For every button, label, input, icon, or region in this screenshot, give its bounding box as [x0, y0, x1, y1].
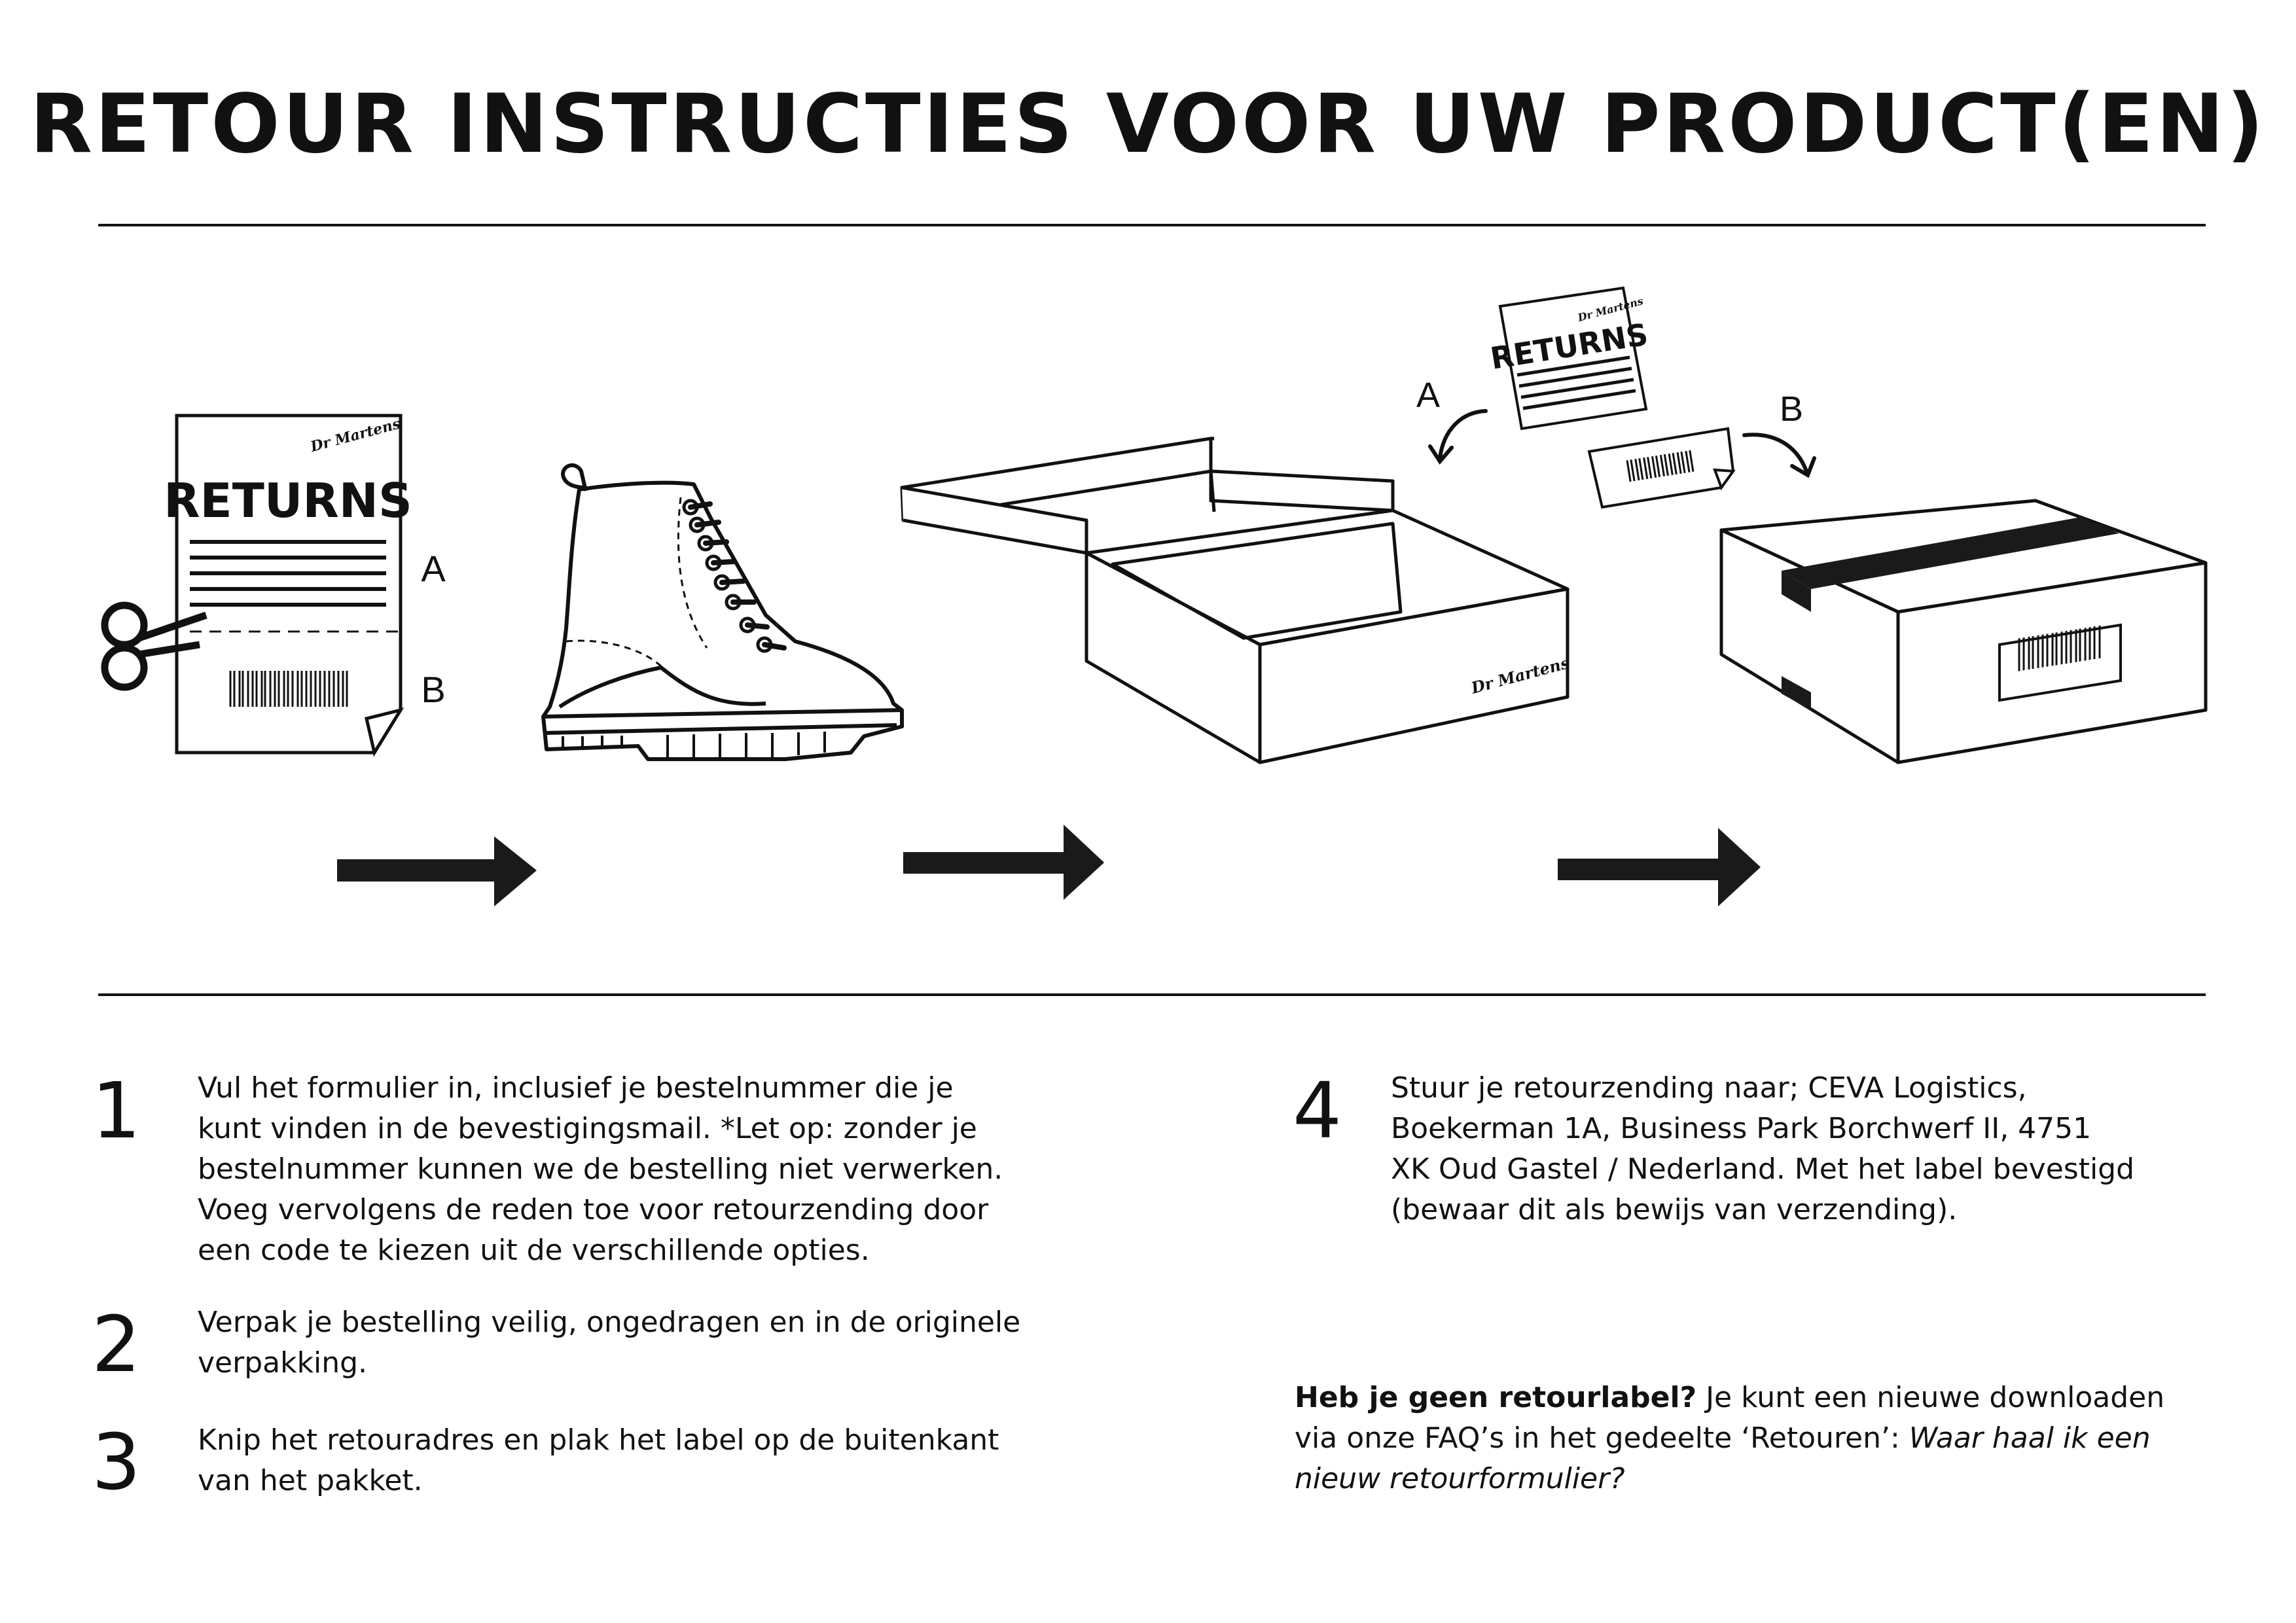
faq-link[interactable]: Waar haal ik een — [1909, 1421, 2151, 1455]
small-barcode — [1626, 450, 1695, 482]
note-text: Je kunt een nieuwe downloaden — [1696, 1381, 2165, 1414]
packing-tape — [1782, 517, 2119, 710]
step-2-text: Verpak je bestelling veilig, ongedragen … — [198, 1302, 1020, 1383]
returns-form-icon — [175, 414, 404, 757]
step-number: 2 — [92, 1299, 141, 1389]
curved-arrow-icon — [1428, 409, 1816, 478]
step-3-text: Knip het retouradres en plak het label o… — [198, 1420, 999, 1501]
shoebox-icon — [900, 437, 1570, 764]
step-line: kunt vinden in de bevestigingsmail. *Let… — [198, 1112, 977, 1145]
instruction-illustration: RETURNS Dr Martens A B — [101, 286, 2208, 906]
note-text: via onze FAQ’s in het gedeelte ‘Retouren… — [1295, 1421, 1909, 1455]
form-text-lines — [190, 540, 386, 607]
sole-treads — [562, 732, 826, 758]
step-number: 4 — [1293, 1065, 1342, 1156]
step-line: (bewaar dit als bewijs van verzending). — [1391, 1193, 1958, 1226]
middle-divider — [98, 993, 2206, 996]
step-line: Vul het formulier in, inclusief je beste… — [198, 1071, 954, 1105]
part-a-label: A — [421, 548, 446, 589]
step-line: van het pakket. — [198, 1464, 423, 1497]
barcode-label-icon — [1587, 427, 1736, 509]
part-b-label: B — [421, 669, 445, 710]
page-title: RETOUR INSTRUCTIES VOOR UW PRODUCT(EN) — [29, 77, 2267, 171]
small-form-lines — [1516, 355, 1636, 410]
shipping-barcode — [2018, 625, 2101, 671]
step-1-text: Vul het formulier in, inclusief je beste… — [198, 1068, 1003, 1271]
barcode-icon — [229, 671, 348, 707]
top-divider — [98, 224, 2206, 226]
step-number: 3 — [92, 1417, 141, 1507]
faq-link[interactable]: nieuw retourformulier? — [1295, 1462, 1625, 1495]
step-line: Boekerman 1A, Business Park Borchwerf II… — [1391, 1112, 2092, 1145]
step-line: Stuur je retourzending naar; CEVA Logist… — [1391, 1071, 2027, 1105]
scissors-icon — [101, 601, 207, 691]
step-4-text: Stuur je retourzending naar; CEVA Logist… — [1391, 1068, 2134, 1230]
arrow-right-icon-3 — [1558, 828, 1761, 906]
missing-label-note: Heb je geen retourlabel? Je kunt een nie… — [1295, 1378, 2164, 1499]
boot-icon — [541, 463, 904, 761]
form-heading: RETURNS — [164, 473, 412, 528]
step4-label-b: B — [1780, 389, 1803, 429]
boot-laces — [688, 501, 787, 651]
note-heading: Heb je geen retourlabel? — [1295, 1381, 1697, 1414]
step-line: verpakking. — [198, 1346, 368, 1380]
step-line: een code te kiezen uit de verschillende … — [198, 1234, 870, 1267]
step-number: 1 — [92, 1065, 141, 1156]
arrow-right-icon-2 — [903, 825, 1104, 900]
step-line: Voeg vervolgens de reden toe voor retour… — [198, 1193, 989, 1226]
boot-stitching — [565, 497, 708, 668]
step-line: bestelnummer kunnen we de bestelling nie… — [198, 1152, 1003, 1186]
step-line: XK Oud Gastel / Nederland. Met het label… — [1391, 1152, 2135, 1186]
arrow-right-icon — [337, 836, 537, 906]
step4-label-a: A — [1416, 376, 1440, 415]
step-line: Knip het retouradres en plak het label o… — [198, 1423, 999, 1457]
step-line: Verpak je bestelling veilig, ongedragen … — [198, 1306, 1021, 1339]
